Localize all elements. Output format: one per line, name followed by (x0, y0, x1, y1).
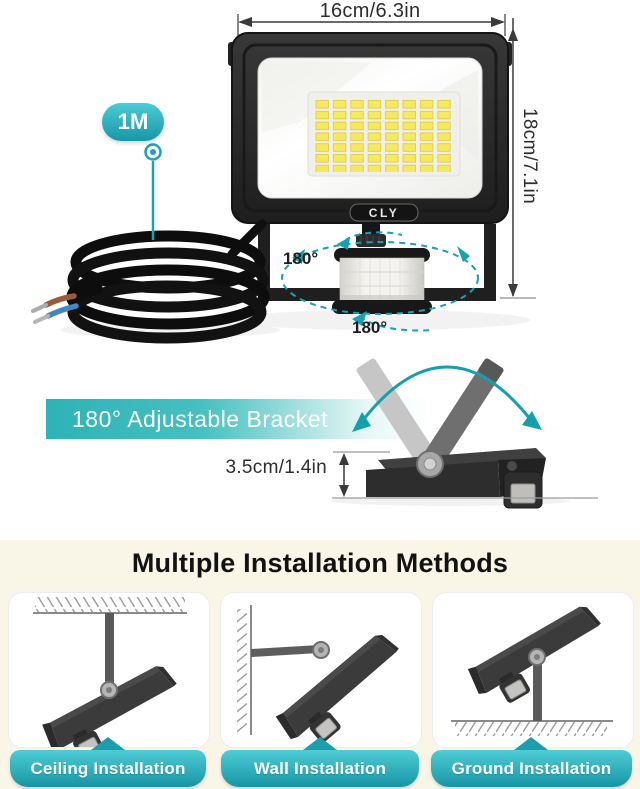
ceiling-installation-illustration (33, 597, 189, 747)
pointer-up-icon (303, 737, 337, 750)
power-cable (31, 219, 270, 344)
sensor-rotation-label-left: 180° (283, 249, 319, 268)
width-dimension-label: 16cm/6.3in (319, 0, 421, 22)
bracket-banner-label: 180° Adjustable Bracket (72, 405, 328, 432)
installation-button-ground: Ground Installation (431, 750, 632, 787)
sensor-rotation-label-bottom: 180° (352, 318, 388, 337)
motion-sensor (332, 222, 432, 314)
bracket-height-label: 3.5cm/1.4in (225, 457, 327, 478)
ground-installation-illustration (451, 599, 614, 736)
installation-card-ceiling (8, 592, 210, 748)
installation-card-wall (220, 592, 422, 748)
installation-button-wall: Wall Installation (221, 750, 419, 787)
bracket-dimension-line (332, 451, 598, 499)
wall-installation-illustration (237, 605, 415, 747)
rotation-arrowheads-icon (292, 237, 470, 326)
pointer-up-icon (91, 737, 125, 750)
installation-card-ground (432, 592, 634, 748)
bracket-banner: 180° Adjustable Bracket (46, 399, 438, 439)
installation-section: Multiple Installation Methods (0, 540, 640, 789)
pointer-up-icon (514, 737, 548, 750)
installation-heading: Multiple Installation Methods (131, 548, 509, 578)
cable-length-badge: 1M (102, 103, 164, 141)
cable-length-pointer (144, 143, 162, 240)
height-dimension-label: 18cm/7.1in (519, 108, 540, 204)
rotation-arrows-icon (281, 231, 479, 332)
floodlight-front: CLY (228, 32, 512, 224)
installation-button-ceiling: Ceiling Installation (10, 750, 206, 787)
brand-logo: CLY (369, 206, 399, 220)
